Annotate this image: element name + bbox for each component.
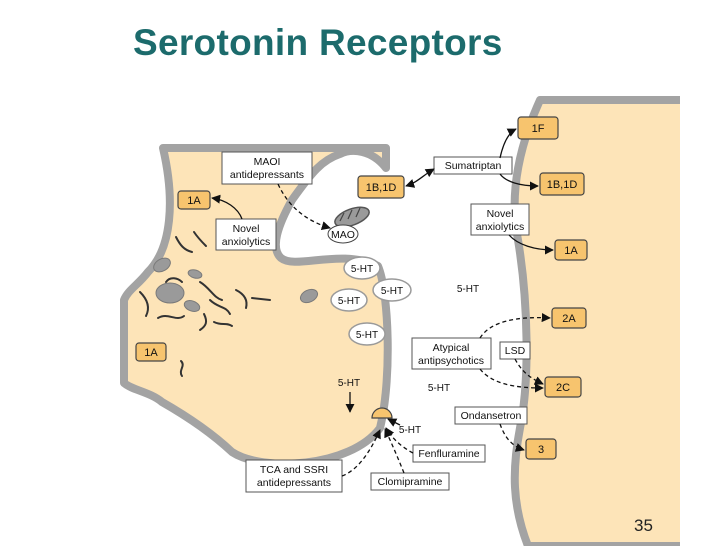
receptor-3: 3 [538,444,544,456]
drug-sumatriptan: Sumatriptan [445,160,502,172]
drug-atypical-line1: Atypical [433,342,470,354]
solid-arrows [211,128,554,427]
drug-tca-ssri-line2: antidepressants [257,477,331,489]
drug-labels: MAOI antidepressants Novel anxiolytics S… [222,156,526,489]
drug-novel-right-line1: Novel [487,208,514,220]
ht-label: 5-HT [428,383,450,394]
mao-label: MAO [331,229,355,241]
postsynaptic-neuron [510,96,728,546]
page-mask-right [680,90,728,546]
drug-fenfluramine: Fenfluramine [418,448,479,460]
mitochondrion [334,206,370,228]
drug-boxes [215,151,531,493]
receptor-1a-top: 1A [187,195,201,207]
ht-label: 5-HT [399,425,421,436]
drug-maoi-line1: MAOI [254,156,281,168]
drug-maoi-line2: antidepressants [230,169,304,181]
serotonin-labels: 5-HT 5-HT 5-HT 5-HT 5-HT 5-HT 5-HT 5-HT [338,264,479,436]
drug-novel-right-line2: anxiolytics [476,221,524,233]
receptor-2a: 2A [562,313,576,325]
receptor-1b1d-pre: 1B,1D [366,182,397,194]
presynaptic-neuron [120,144,392,468]
ht-label: 5-HT [351,264,373,275]
ht-label: 5-HT [338,378,360,389]
slide-title: Serotonin Receptors [133,22,503,63]
organelles [153,257,319,312]
receptors [135,116,588,460]
reuptake-transporter [371,407,393,419]
er-strands [139,231,271,377]
drug-clomipramine: Clomipramine [378,476,443,488]
ht-label: 5-HT [381,286,403,297]
drug-novel-left-line1: Novel [233,223,260,235]
ht-label: 5-HT [457,284,479,295]
receptor-2c: 2C [556,382,570,394]
mao-enzyme: MAO [327,224,359,244]
vesicles [330,256,412,346]
ht-label: 5-HT [338,296,360,307]
ht-label: 5-HT [356,330,378,341]
drug-tca-ssri-line1: TCA and SSRI [260,464,328,476]
receptor-1f: 1F [532,123,545,135]
page-number: 35 [634,516,653,535]
drug-atypical-line2: antipsychotics [418,355,484,367]
receptor-1b1d-post: 1B,1D [547,179,578,191]
dashed-arrows [277,183,551,477]
drug-lsd: LSD [505,345,526,357]
drug-novel-left-line2: anxiolytics [222,236,270,248]
receptor-1a-post: 1A [564,245,578,257]
receptor-labels: 1A 1A 1B,1D 1F 1B,1D 1A 2A 2C 3 [144,123,578,456]
receptor-1a-left: 1A [144,347,158,359]
drug-ondansetron: Ondansetron [461,410,522,422]
